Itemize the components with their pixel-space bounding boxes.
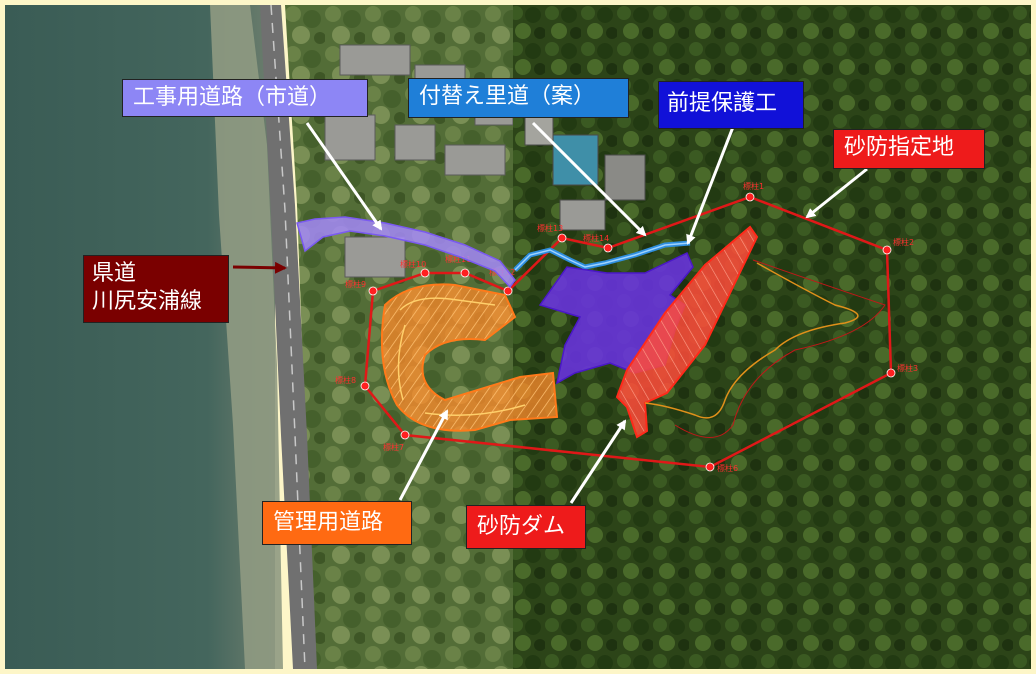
callout-construction-road-text: 工事用道路（市道） bbox=[133, 85, 332, 110]
callout-sabo-dam-text: 砂防ダム bbox=[477, 514, 566, 539]
arrow-sabo-dam bbox=[569, 419, 627, 504]
callout-management-road-text: 管理用道路 bbox=[273, 510, 384, 535]
boundary-marker-points bbox=[360, 192, 896, 472]
arrow-premise-protection bbox=[686, 126, 735, 245]
marker-m11: 標柱11 bbox=[445, 254, 471, 264]
marker-m14: 標柱14 bbox=[583, 233, 609, 243]
callout-designated-area: 砂防指定地 bbox=[833, 129, 985, 169]
callout-management-road: 管理用道路 bbox=[262, 501, 412, 545]
management-road-shape bbox=[380, 283, 559, 432]
callout-sabo-dam: 砂防ダム bbox=[466, 505, 586, 549]
marker-m6: 標柱6 bbox=[717, 463, 738, 473]
arrow-prefectural-road bbox=[232, 261, 287, 274]
marker-m7: 標柱7 bbox=[383, 442, 404, 452]
marker-m3: 標柱3 bbox=[897, 363, 918, 373]
callout-prefectural-road-line2: 川尻安浦線 bbox=[92, 289, 203, 314]
callout-construction-road: 工事用道路（市道） bbox=[122, 79, 368, 117]
marker-m2: 標柱2 bbox=[893, 237, 914, 247]
marker-m8: 標柱8 bbox=[335, 375, 356, 385]
sabo-dam-shape bbox=[615, 225, 759, 439]
road-centerline bbox=[270, 5, 306, 669]
replacement-path-inner bbox=[514, 242, 691, 271]
arrow-management-road bbox=[398, 409, 449, 501]
arrow-replacement-path bbox=[531, 121, 647, 237]
aerial-map[interactable]: 標柱1 標柱2 標柱3 標柱6 標柱7 標柱8 標柱9 標柱10 標柱11 標柱… bbox=[5, 5, 1031, 669]
marker-m10: 標柱10 bbox=[400, 259, 426, 269]
callout-premise-protection: 前提保護工 bbox=[658, 81, 804, 129]
callout-prefectural-road-line1: 県道 bbox=[92, 261, 137, 286]
callout-replacement-path-text: 付替え里道（案） bbox=[419, 84, 596, 109]
village-buildings-right bbox=[524, 114, 646, 231]
marker-m9: 標柱9 bbox=[345, 279, 366, 289]
callout-premise-protection-text: 前提保護工 bbox=[667, 91, 778, 116]
callout-designated-area-text: 砂防指定地 bbox=[844, 135, 955, 160]
stream-line-orange bbox=[644, 262, 859, 419]
stream-line-red bbox=[674, 259, 886, 438]
callout-replacement-path: 付替え里道（案） bbox=[408, 78, 629, 118]
arrow-designated-area bbox=[805, 167, 868, 219]
marker-m1: 標柱1 bbox=[743, 181, 764, 191]
callout-prefectural-road: 県道 川尻安浦線 bbox=[83, 255, 229, 323]
marker-m13: 標柱13 bbox=[537, 223, 563, 233]
construction-road-shape bbox=[296, 216, 516, 289]
arrow-construction-road bbox=[305, 122, 383, 231]
